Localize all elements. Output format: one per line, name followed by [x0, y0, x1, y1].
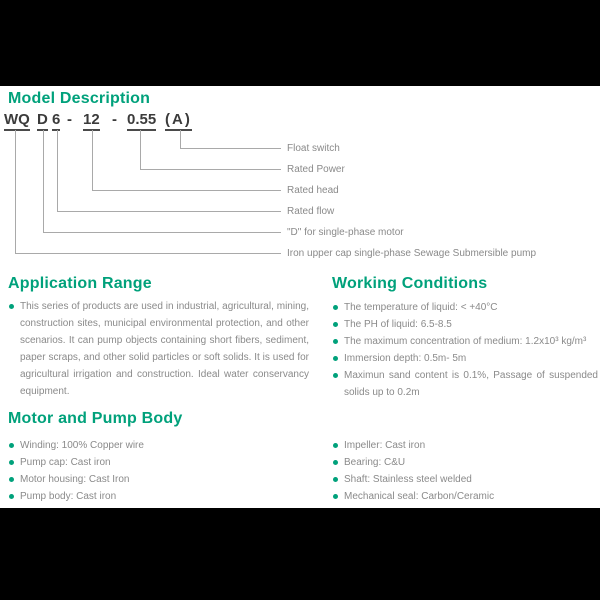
label-rated-power: Rated Power	[287, 164, 345, 175]
connector-hline-rated-flow	[57, 211, 281, 212]
motor-winding: Winding: 100% Copper wire	[20, 440, 144, 451]
bullet-icon	[333, 305, 338, 310]
bullet-icon	[9, 304, 14, 309]
connector-hline-series	[15, 253, 281, 254]
bullet-icon	[333, 339, 338, 344]
list-item: Maximun sand content is 0.1%, Passage of…	[332, 367, 598, 401]
working-condition-sand: Maximun sand content is 0.1%, Passage of…	[344, 370, 598, 398]
section-title-working-conditions: Working Conditions	[332, 275, 488, 292]
model-code-motor: D	[37, 112, 48, 131]
bullet-icon	[333, 356, 338, 361]
bullet-icon	[9, 443, 14, 448]
label-rated-head: Rated head	[287, 185, 339, 196]
connector-hline-rated-power	[140, 169, 281, 170]
model-code-dash2: -	[112, 111, 117, 128]
connector-vline-rated-head	[92, 130, 93, 190]
list-item: Impeller: Cast iron	[332, 437, 598, 454]
section-title-model-description: Model Description	[8, 90, 151, 107]
motor-mechanical-seal: Mechanical seal: Carbon/Ceramic	[344, 491, 495, 502]
bottom-black-band	[0, 508, 600, 600]
list-item: Pump cap: Cast iron	[8, 454, 298, 471]
application-range-text: This series of products are used in indu…	[20, 301, 309, 397]
model-code-head: 12	[83, 112, 100, 131]
motor-pump-right-list: Impeller: Cast iron Bearing: C&U Shaft: …	[332, 437, 598, 505]
label-rated-flow: Rated flow	[287, 206, 335, 217]
bullet-icon	[333, 494, 338, 499]
connector-vline-rated-flow	[57, 130, 58, 211]
connector-vline-series	[15, 130, 16, 253]
model-code-power: 0.55	[127, 112, 157, 131]
section-title-motor-pump-body: Motor and Pump Body	[8, 410, 183, 427]
top-black-band	[0, 0, 600, 86]
model-code-float: (A)	[165, 112, 192, 131]
bullet-icon	[9, 460, 14, 465]
list-item: The temperature of liquid: < +40°C	[332, 299, 598, 316]
connector-hline-motor-code	[43, 232, 281, 233]
bullet-icon	[9, 494, 14, 499]
bullet-icon	[333, 443, 338, 448]
application-range-paragraph: This series of products are used in indu…	[8, 298, 309, 400]
model-code-series: WQ	[4, 112, 30, 131]
working-condition-ph: The PH of liquid: 6.5-8.5	[344, 319, 452, 330]
list-item: Shaft: Stainless steel welded	[332, 471, 598, 488]
list-item: The PH of liquid: 6.5-8.5	[332, 316, 598, 333]
label-series-meaning: Iron upper cap single-phase Sewage Subme…	[287, 248, 537, 259]
motor-housing: Motor housing: Cast Iron	[20, 474, 130, 485]
bullet-icon	[333, 460, 338, 465]
model-code-dash1: -	[67, 111, 72, 128]
bullet-icon	[333, 322, 338, 327]
working-condition-concentration: The maximum concentration of medium: 1.2…	[344, 336, 587, 347]
bullet-icon	[9, 477, 14, 482]
bullet-icon	[333, 373, 338, 378]
model-code-flow: 6	[52, 112, 61, 131]
motor-bearing: Bearing: C&U	[344, 457, 406, 468]
label-float-switch: Float switch	[287, 143, 340, 154]
motor-pump-body: Pump body: Cast iron	[20, 491, 117, 502]
list-item: Pump body: Cast iron	[8, 488, 298, 505]
bullet-icon	[333, 477, 338, 482]
working-conditions-list: The temperature of liquid: < +40°C The P…	[332, 299, 598, 401]
list-item: The maximum concentration of medium: 1.2…	[332, 333, 598, 350]
list-item: Immersion depth: 0.5m- 5m	[332, 350, 598, 367]
working-condition-temperature: The temperature of liquid: < +40°C	[344, 302, 498, 313]
motor-pump-left-list: Winding: 100% Copper wire Pump cap: Cast…	[8, 437, 298, 505]
connector-vline-rated-power	[140, 130, 141, 169]
motor-shaft: Shaft: Stainless steel welded	[344, 474, 472, 485]
connector-hline-rated-head	[92, 190, 281, 191]
connector-hline-float	[180, 148, 281, 149]
list-item: Motor housing: Cast Iron	[8, 471, 298, 488]
motor-impeller: Impeller: Cast iron	[344, 440, 426, 451]
connector-vline-float	[180, 130, 181, 148]
section-title-application-range: Application Range	[8, 275, 152, 292]
motor-pump-cap: Pump cap: Cast iron	[20, 457, 111, 468]
list-item: Bearing: C&U	[332, 454, 598, 471]
working-condition-immersion: Immersion depth: 0.5m- 5m	[344, 353, 467, 364]
label-motor-code-meaning: "D" for single-phase motor	[287, 227, 404, 238]
list-item: Mechanical seal: Carbon/Ceramic	[332, 488, 598, 505]
connector-vline-motor-code	[43, 130, 44, 232]
list-item: Winding: 100% Copper wire	[8, 437, 298, 454]
